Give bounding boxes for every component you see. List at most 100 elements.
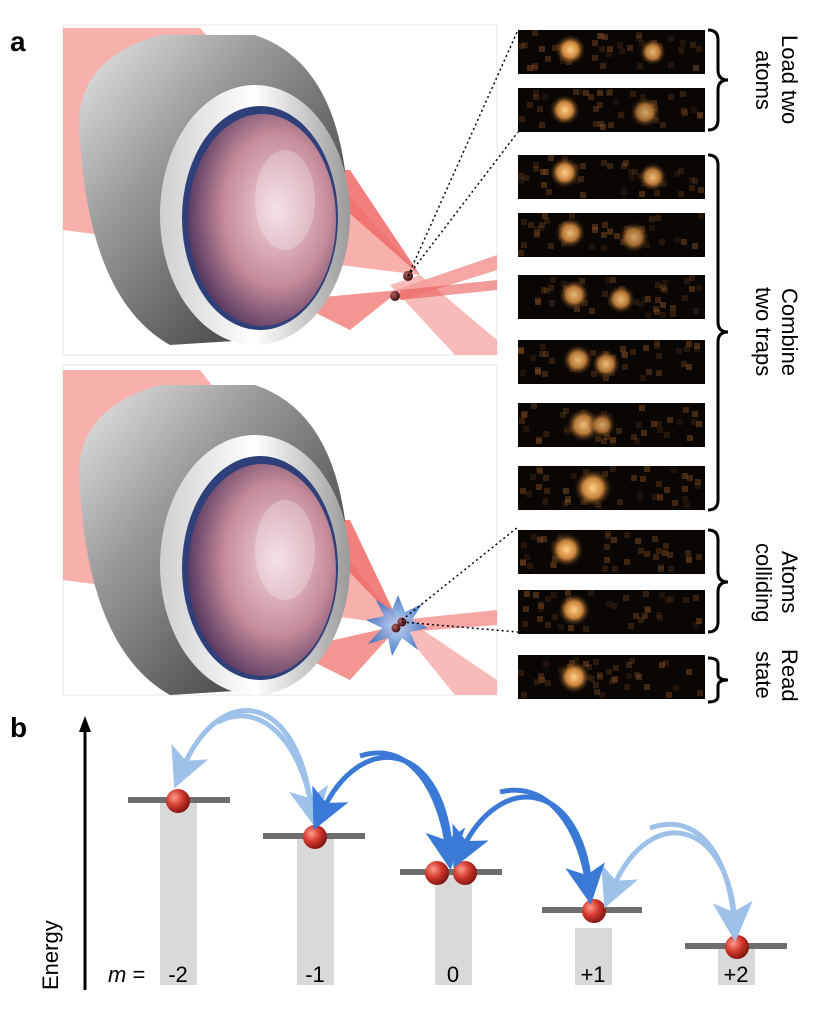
noise-pixel: [697, 112, 703, 118]
noise-pixel: [681, 239, 687, 245]
noise-pixel: [593, 121, 599, 127]
lens-highlight: [255, 500, 315, 600]
noise-pixel: [606, 601, 612, 607]
noise-pixel: [696, 554, 702, 560]
noise-pixel: [629, 658, 635, 664]
noise-pixel: [565, 590, 571, 596]
noise-pixel: [610, 466, 616, 472]
noise-pixel: [659, 662, 665, 668]
level-column: [575, 928, 612, 985]
noise-pixel: [638, 301, 644, 307]
atom-fluorescence: [554, 216, 587, 249]
noise-pixel: [621, 189, 627, 195]
atom-fluorescence: [561, 343, 594, 376]
noise-pixel: [694, 346, 700, 352]
panel-b-label: b: [10, 712, 28, 743]
noise-pixel: [696, 46, 702, 52]
atom: [425, 861, 449, 885]
atom-fluorescence: [558, 278, 591, 311]
noise-pixel: [538, 606, 544, 612]
noise-pixel: [640, 476, 646, 482]
noise-pixel: [644, 466, 650, 472]
noise-pixel: [543, 475, 549, 481]
noise-pixel: [654, 309, 660, 315]
noise-pixel: [601, 232, 607, 238]
noise-pixel: [697, 113, 703, 119]
noise-pixel: [535, 297, 541, 303]
noise-pixel: [668, 566, 674, 572]
energy-level-diagram: [79, 708, 787, 990]
noise-pixel: [655, 215, 661, 221]
noise-pixel: [537, 468, 543, 474]
noise-pixel: [670, 311, 676, 317]
noise-pixel: [520, 370, 526, 376]
noise-pixel: [568, 625, 574, 631]
transition-arrow-dark: [359, 750, 466, 870]
m-value: +2: [723, 962, 749, 987]
noise-pixel: [521, 242, 527, 248]
noise-pixel: [530, 474, 536, 480]
noise-pixel: [619, 48, 625, 54]
noise-pixel: [692, 178, 698, 184]
noise-pixel: [601, 245, 607, 251]
noise-pixel: [664, 432, 670, 438]
atom-fluorescence: [605, 284, 636, 315]
atom-fluorescence: [572, 468, 613, 508]
noise-pixel: [532, 30, 538, 36]
noise-pixel: [680, 40, 686, 46]
noise-pixel: [531, 534, 537, 540]
noise-pixel: [543, 351, 549, 357]
noise-pixel: [658, 564, 664, 570]
noise-pixel: [535, 367, 541, 373]
noise-pixel: [620, 346, 626, 352]
noise-pixel: [681, 361, 687, 367]
m-value: -1: [305, 962, 325, 987]
brace-colliding: [707, 528, 729, 634]
noise-pixel: [583, 626, 589, 632]
noise-pixel: [520, 560, 526, 566]
noise-pixel: [612, 566, 618, 572]
noise-pixel: [649, 216, 655, 222]
noise-pixel: [602, 291, 608, 297]
panel-a-label: a: [10, 26, 26, 57]
frame-background: [518, 155, 705, 199]
noise-pixel: [656, 353, 662, 359]
noise-pixel: [521, 692, 527, 698]
beam-crossing-3: [400, 280, 497, 300]
noise-pixel: [527, 65, 533, 71]
noise-pixel: [666, 692, 672, 698]
noise-pixel: [600, 124, 606, 130]
noise-pixel: [600, 63, 606, 69]
noise-pixel: [644, 551, 650, 557]
noise-pixel: [635, 538, 641, 544]
noise-pixel: [597, 102, 603, 108]
noise-pixel: [678, 168, 684, 174]
noise-pixel: [534, 679, 540, 685]
noise-pixel: [545, 56, 551, 62]
energy-axis-label: Energy: [38, 920, 63, 990]
noise-pixel: [541, 287, 547, 293]
noise-pixel: [657, 427, 663, 433]
noise-pixel: [604, 557, 610, 563]
noise-pixel: [607, 89, 613, 95]
noise-pixel: [538, 673, 544, 679]
noise-pixel: [532, 63, 538, 69]
noise-pixel: [628, 623, 634, 629]
noise-pixel: [653, 554, 659, 560]
noise-pixel: [664, 487, 670, 493]
noise-pixel: [644, 684, 650, 690]
noise-pixel: [599, 46, 605, 52]
noise-pixel: [656, 370, 662, 376]
noise-pixel: [551, 592, 557, 598]
noise-pixel: [696, 285, 702, 291]
noise-pixel: [639, 191, 645, 197]
noise-pixel: [636, 674, 642, 680]
noise-pixel: [680, 91, 686, 97]
noise-pixel: [533, 162, 539, 168]
atom-fluorescence: [548, 531, 585, 568]
noise-pixel: [645, 607, 651, 613]
noise-pixel: [521, 542, 527, 548]
noise-pixel: [562, 501, 568, 507]
noise-pixel: [657, 494, 663, 500]
noise-pixel: [597, 672, 603, 678]
